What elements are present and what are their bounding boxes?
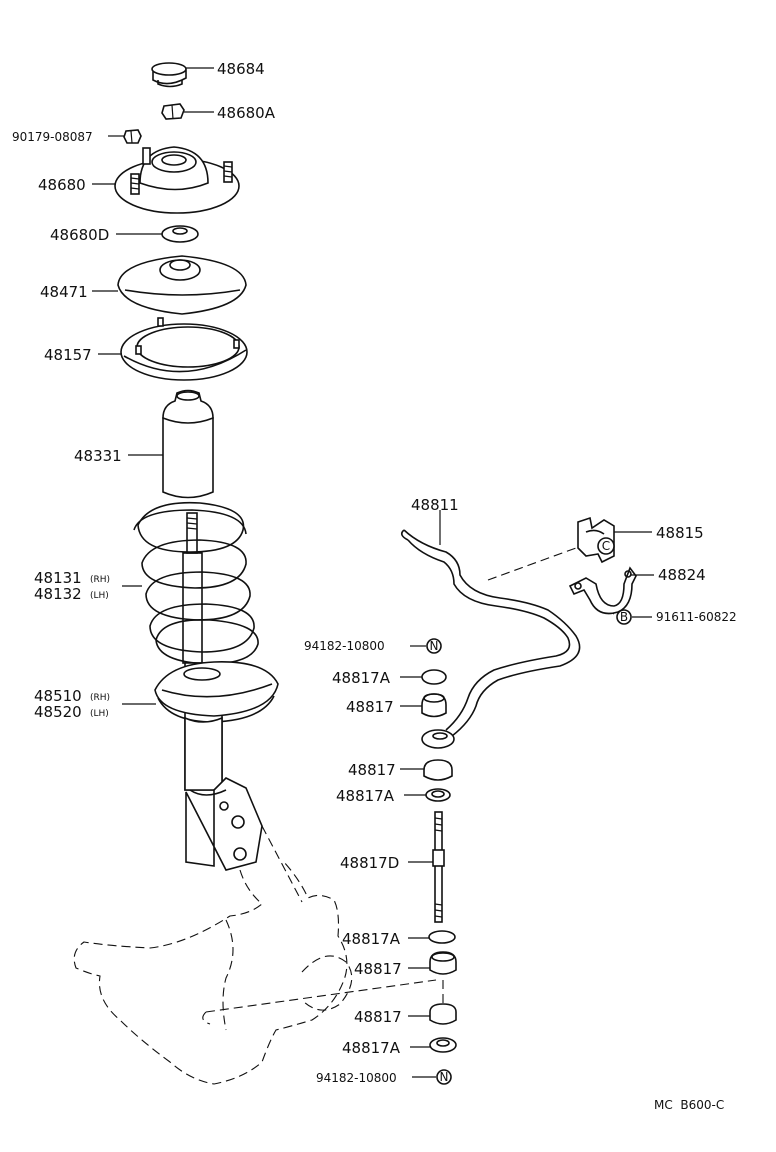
marker-c-text: C	[602, 539, 610, 553]
marker-n-lower-text: N	[440, 1070, 449, 1084]
label-48817A-1: 48817A	[332, 669, 391, 687]
marker-n-upper: N	[426, 638, 442, 654]
part-link-assembly	[421, 669, 457, 1053]
part-48824-bracket	[568, 566, 637, 615]
label-48510: 48510	[34, 687, 82, 705]
leader-lines	[92, 67, 654, 1078]
label-48824: 48824	[658, 566, 706, 584]
label-48680: 48680	[38, 176, 86, 194]
label-90179: 90179-08087	[12, 130, 93, 144]
label-48471: 48471	[40, 283, 88, 301]
marker-b: B	[616, 609, 632, 625]
label-48510-side: (RH)	[90, 693, 110, 703]
label-48131: 48131	[34, 569, 82, 587]
label-48817-2: 48817	[348, 761, 396, 779]
part-48471-seat	[117, 255, 247, 315]
label-48817-4: 48817	[354, 1008, 402, 1026]
part-48680-support	[114, 146, 240, 214]
label-48680D: 48680D	[50, 226, 109, 244]
bushing-marker-c: C	[597, 537, 615, 555]
label-48520: 48520	[34, 703, 82, 721]
label-48132: 48132	[34, 585, 82, 603]
label-91611: 91611-60822	[656, 610, 737, 624]
label-48157: 48157	[44, 346, 92, 364]
marker-n-upper-text: N	[430, 639, 439, 653]
label-48811: 48811	[411, 496, 459, 514]
label-48817A-4: 48817A	[342, 1039, 401, 1057]
label-48680A: 48680A	[217, 104, 276, 122]
label-48817D: 48817D	[340, 854, 399, 872]
label-48817-1: 48817	[346, 698, 394, 716]
part-48680D-washer	[161, 225, 199, 243]
part-48331-bumper	[162, 389, 214, 499]
part-90179-nut	[123, 129, 142, 144]
label-94182-upper: 94182-10800	[304, 639, 385, 653]
label-48817A-2: 48817A	[336, 787, 395, 805]
label-48331: 48331	[74, 447, 122, 465]
label-48684: 48684	[217, 60, 265, 78]
part-48157-insulator	[120, 317, 248, 381]
part-48684-cap	[151, 62, 187, 88]
part-48131-coil-spring	[133, 501, 259, 665]
label-48131-side: (RH)	[90, 575, 110, 585]
label-94182-lower: 94182-10800	[316, 1071, 397, 1085]
part-48510-strut	[154, 661, 279, 871]
label-48132-side: (LH)	[90, 591, 109, 601]
label-48520-side: (LH)	[90, 709, 109, 719]
label-48815: 48815	[656, 524, 704, 542]
marker-n-lower: N	[436, 1069, 452, 1085]
part-labels: 48684 48680A 90179-08087 48680 48680D 48…	[12, 60, 737, 1112]
part-48680A-nut	[161, 103, 185, 120]
label-48817A-3: 48817A	[342, 930, 401, 948]
marker-b-text: B	[620, 610, 628, 624]
label-48817-3: 48817	[354, 960, 402, 978]
steering-knuckle-outline	[73, 825, 437, 1085]
diagram-code: MC B600-C	[654, 1098, 724, 1112]
